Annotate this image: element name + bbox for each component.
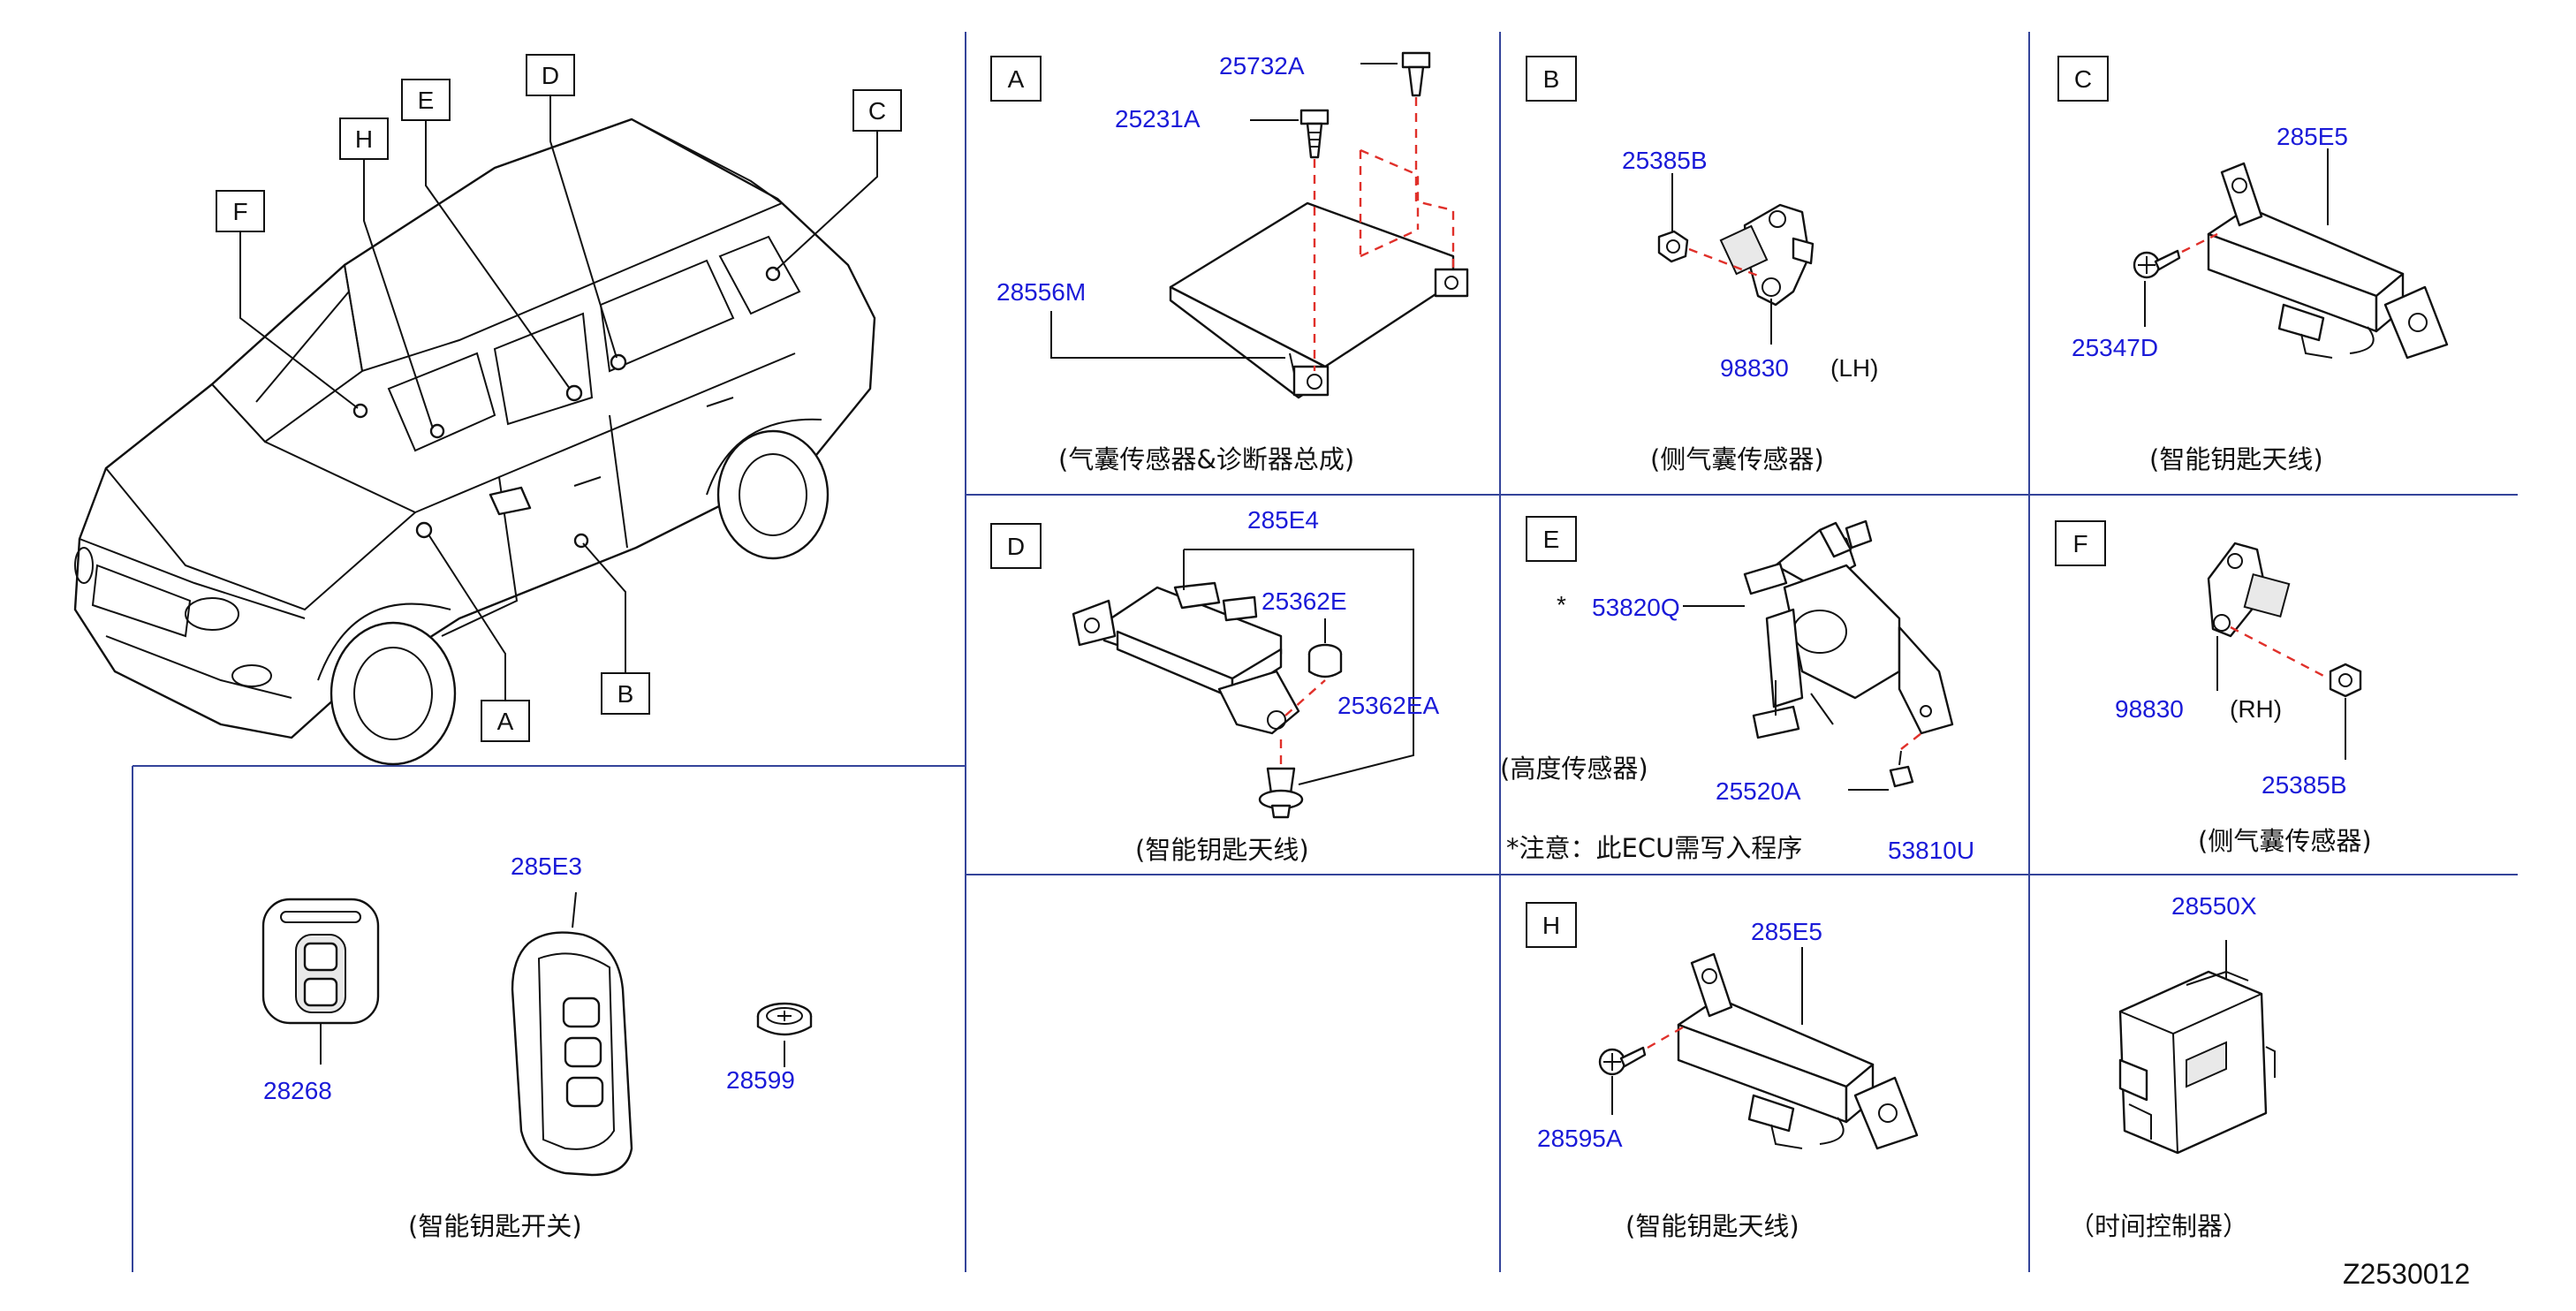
panel-timer: 28550X （时间控制器） bbox=[2069, 892, 2276, 1241]
panel-D: D 285E4 25362E 25362EA (智能钥匙天线) bbox=[990, 506, 1440, 865]
panel-H: H 285E5 28595A (智能钥匙天线) bbox=[1526, 902, 1919, 1241]
callout-F: F bbox=[232, 198, 247, 225]
panel-E: E * 53820Q (高度传感器) 25520A *注意：此ECU需写入程序 … bbox=[1500, 516, 1974, 864]
panel-B-letter: B bbox=[1543, 65, 1560, 93]
panel-B-caption: (侧气囊传感器) bbox=[1650, 444, 1824, 474]
part-98830-LH: 98830 bbox=[1720, 354, 1789, 382]
panel-key-caption: (智能钥匙开关) bbox=[408, 1211, 582, 1241]
part-98830-RH: 98830 bbox=[2115, 695, 2184, 723]
part-285E5-H: 285E5 bbox=[1751, 918, 1822, 945]
panel-H-caption: (智能钥匙天线) bbox=[1625, 1211, 1799, 1241]
panel-C-letter: C bbox=[2074, 65, 2092, 93]
part-25385B: 25385B bbox=[1622, 147, 1708, 174]
part-25385B-F: 25385B bbox=[2262, 771, 2347, 799]
part-53810U: 53810U bbox=[1888, 837, 1974, 864]
panel-D-caption: (智能钥匙天线) bbox=[1135, 835, 1309, 865]
callout-B: B bbox=[617, 680, 634, 708]
part-25362EA: 25362EA bbox=[1337, 692, 1440, 719]
callout-E: E bbox=[418, 87, 435, 114]
panel-key: 285E3 28268 28599 (智能钥匙开关) bbox=[261, 853, 813, 1241]
part-28599: 28599 bbox=[726, 1066, 795, 1094]
panel-E-letter: E bbox=[1543, 526, 1560, 553]
callout-A: A bbox=[497, 708, 514, 735]
ecu-programming-note: *注意：此ECU需写入程序 bbox=[1506, 833, 1802, 863]
part-285E5-C: 285E5 bbox=[2277, 123, 2348, 150]
vehicle-overview: F H E D C A B bbox=[73, 54, 902, 766]
panel-F: F 98830 (RH) 25385B (侧气囊传感器) bbox=[2055, 520, 2372, 856]
panel-timer-caption: （时间控制器） bbox=[2069, 1211, 2248, 1241]
part-25362E: 25362E bbox=[1261, 587, 1347, 615]
part-25347D: 25347D bbox=[2072, 334, 2158, 361]
panel-D-letter: D bbox=[1007, 533, 1025, 560]
panel-grid bbox=[132, 32, 2518, 1272]
part-28268: 28268 bbox=[263, 1077, 332, 1104]
diagram-id: Z2530012 bbox=[2343, 1258, 2470, 1290]
side-LH: (LH) bbox=[1830, 354, 1878, 382]
panel-A-letter: A bbox=[1008, 65, 1025, 93]
panel-A: A 25732A 25231A 28556M (气囊传感器&诊断器总成) bbox=[990, 51, 1469, 474]
part-285E4: 285E4 bbox=[1247, 506, 1319, 534]
part-285E3: 285E3 bbox=[511, 853, 582, 880]
callout-D: D bbox=[542, 62, 559, 89]
part-25520A: 25520A bbox=[1716, 777, 1801, 805]
callout-H: H bbox=[355, 125, 373, 153]
part-28550X: 28550X bbox=[2171, 892, 2257, 920]
panel-C-caption: (智能钥匙天线) bbox=[2149, 444, 2323, 474]
part-28556M: 28556M bbox=[996, 278, 1086, 306]
part-28595A: 28595A bbox=[1537, 1125, 1623, 1152]
side-RH: (RH) bbox=[2230, 695, 2282, 723]
part-25732A: 25732A bbox=[1219, 52, 1305, 80]
panel-F-caption: (侧气囊传感器) bbox=[2198, 826, 2372, 856]
callout-C: C bbox=[868, 97, 886, 125]
panel-B: B 25385B 98830 (LH) (侧气囊传感器) bbox=[1526, 56, 1878, 474]
panel-H-letter: H bbox=[1542, 912, 1560, 939]
part-53820Q: 53820Q bbox=[1592, 594, 1680, 621]
part-25231A: 25231A bbox=[1115, 105, 1201, 133]
panel-F-letter: F bbox=[2072, 530, 2087, 557]
asterisk-mark: * bbox=[1557, 591, 1566, 618]
panel-E-caption: (高度传感器) bbox=[1500, 754, 1648, 784]
panel-A-caption: (气囊传感器&诊断器总成) bbox=[1058, 444, 1354, 474]
panel-C: C 285E5 25347D (智能钥匙天线) bbox=[2057, 56, 2449, 474]
